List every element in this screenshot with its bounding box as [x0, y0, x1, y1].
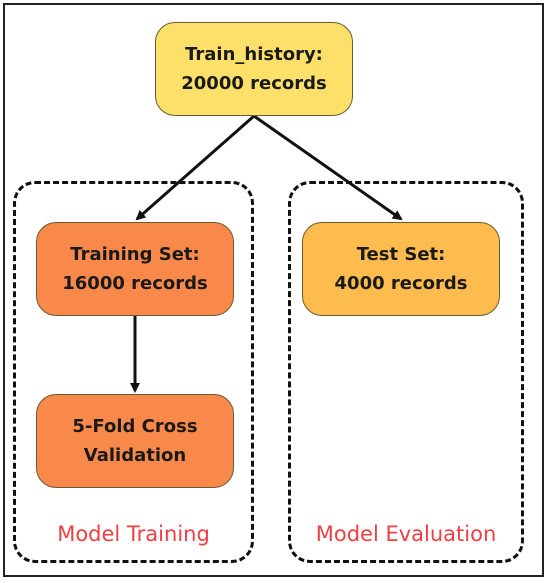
diagram-frame: [3, 3, 544, 577]
cross-validation-line2: Validation: [83, 445, 187, 466]
train-history-node: Train_history: 20000 records: [155, 22, 353, 116]
edge-history-to-test: [253, 114, 403, 221]
cross-validation-line1: 5-Fold Cross: [72, 416, 198, 437]
model-training-group: Model Training: [13, 181, 254, 563]
model-evaluation-label: Model Evaluation: [315, 522, 497, 546]
train-history-count: 20000 records: [181, 73, 327, 94]
test-set-title: Test Set:: [356, 244, 446, 265]
model-evaluation-group: Model Evaluation: [288, 181, 524, 563]
cross-validation-node: 5-Fold Cross Validation: [36, 394, 234, 488]
test-set-node: Test Set: 4000 records: [302, 222, 500, 316]
edge-history-to-training: [135, 114, 255, 221]
test-set-count: 4000 records: [334, 273, 468, 294]
training-set-count: 16000 records: [62, 273, 208, 294]
training-set-title: Training Set:: [70, 244, 200, 265]
model-training-label: Model Training: [57, 522, 210, 546]
training-set-node: Training Set: 16000 records: [36, 222, 234, 316]
train-history-title: Train_history:: [185, 44, 323, 65]
